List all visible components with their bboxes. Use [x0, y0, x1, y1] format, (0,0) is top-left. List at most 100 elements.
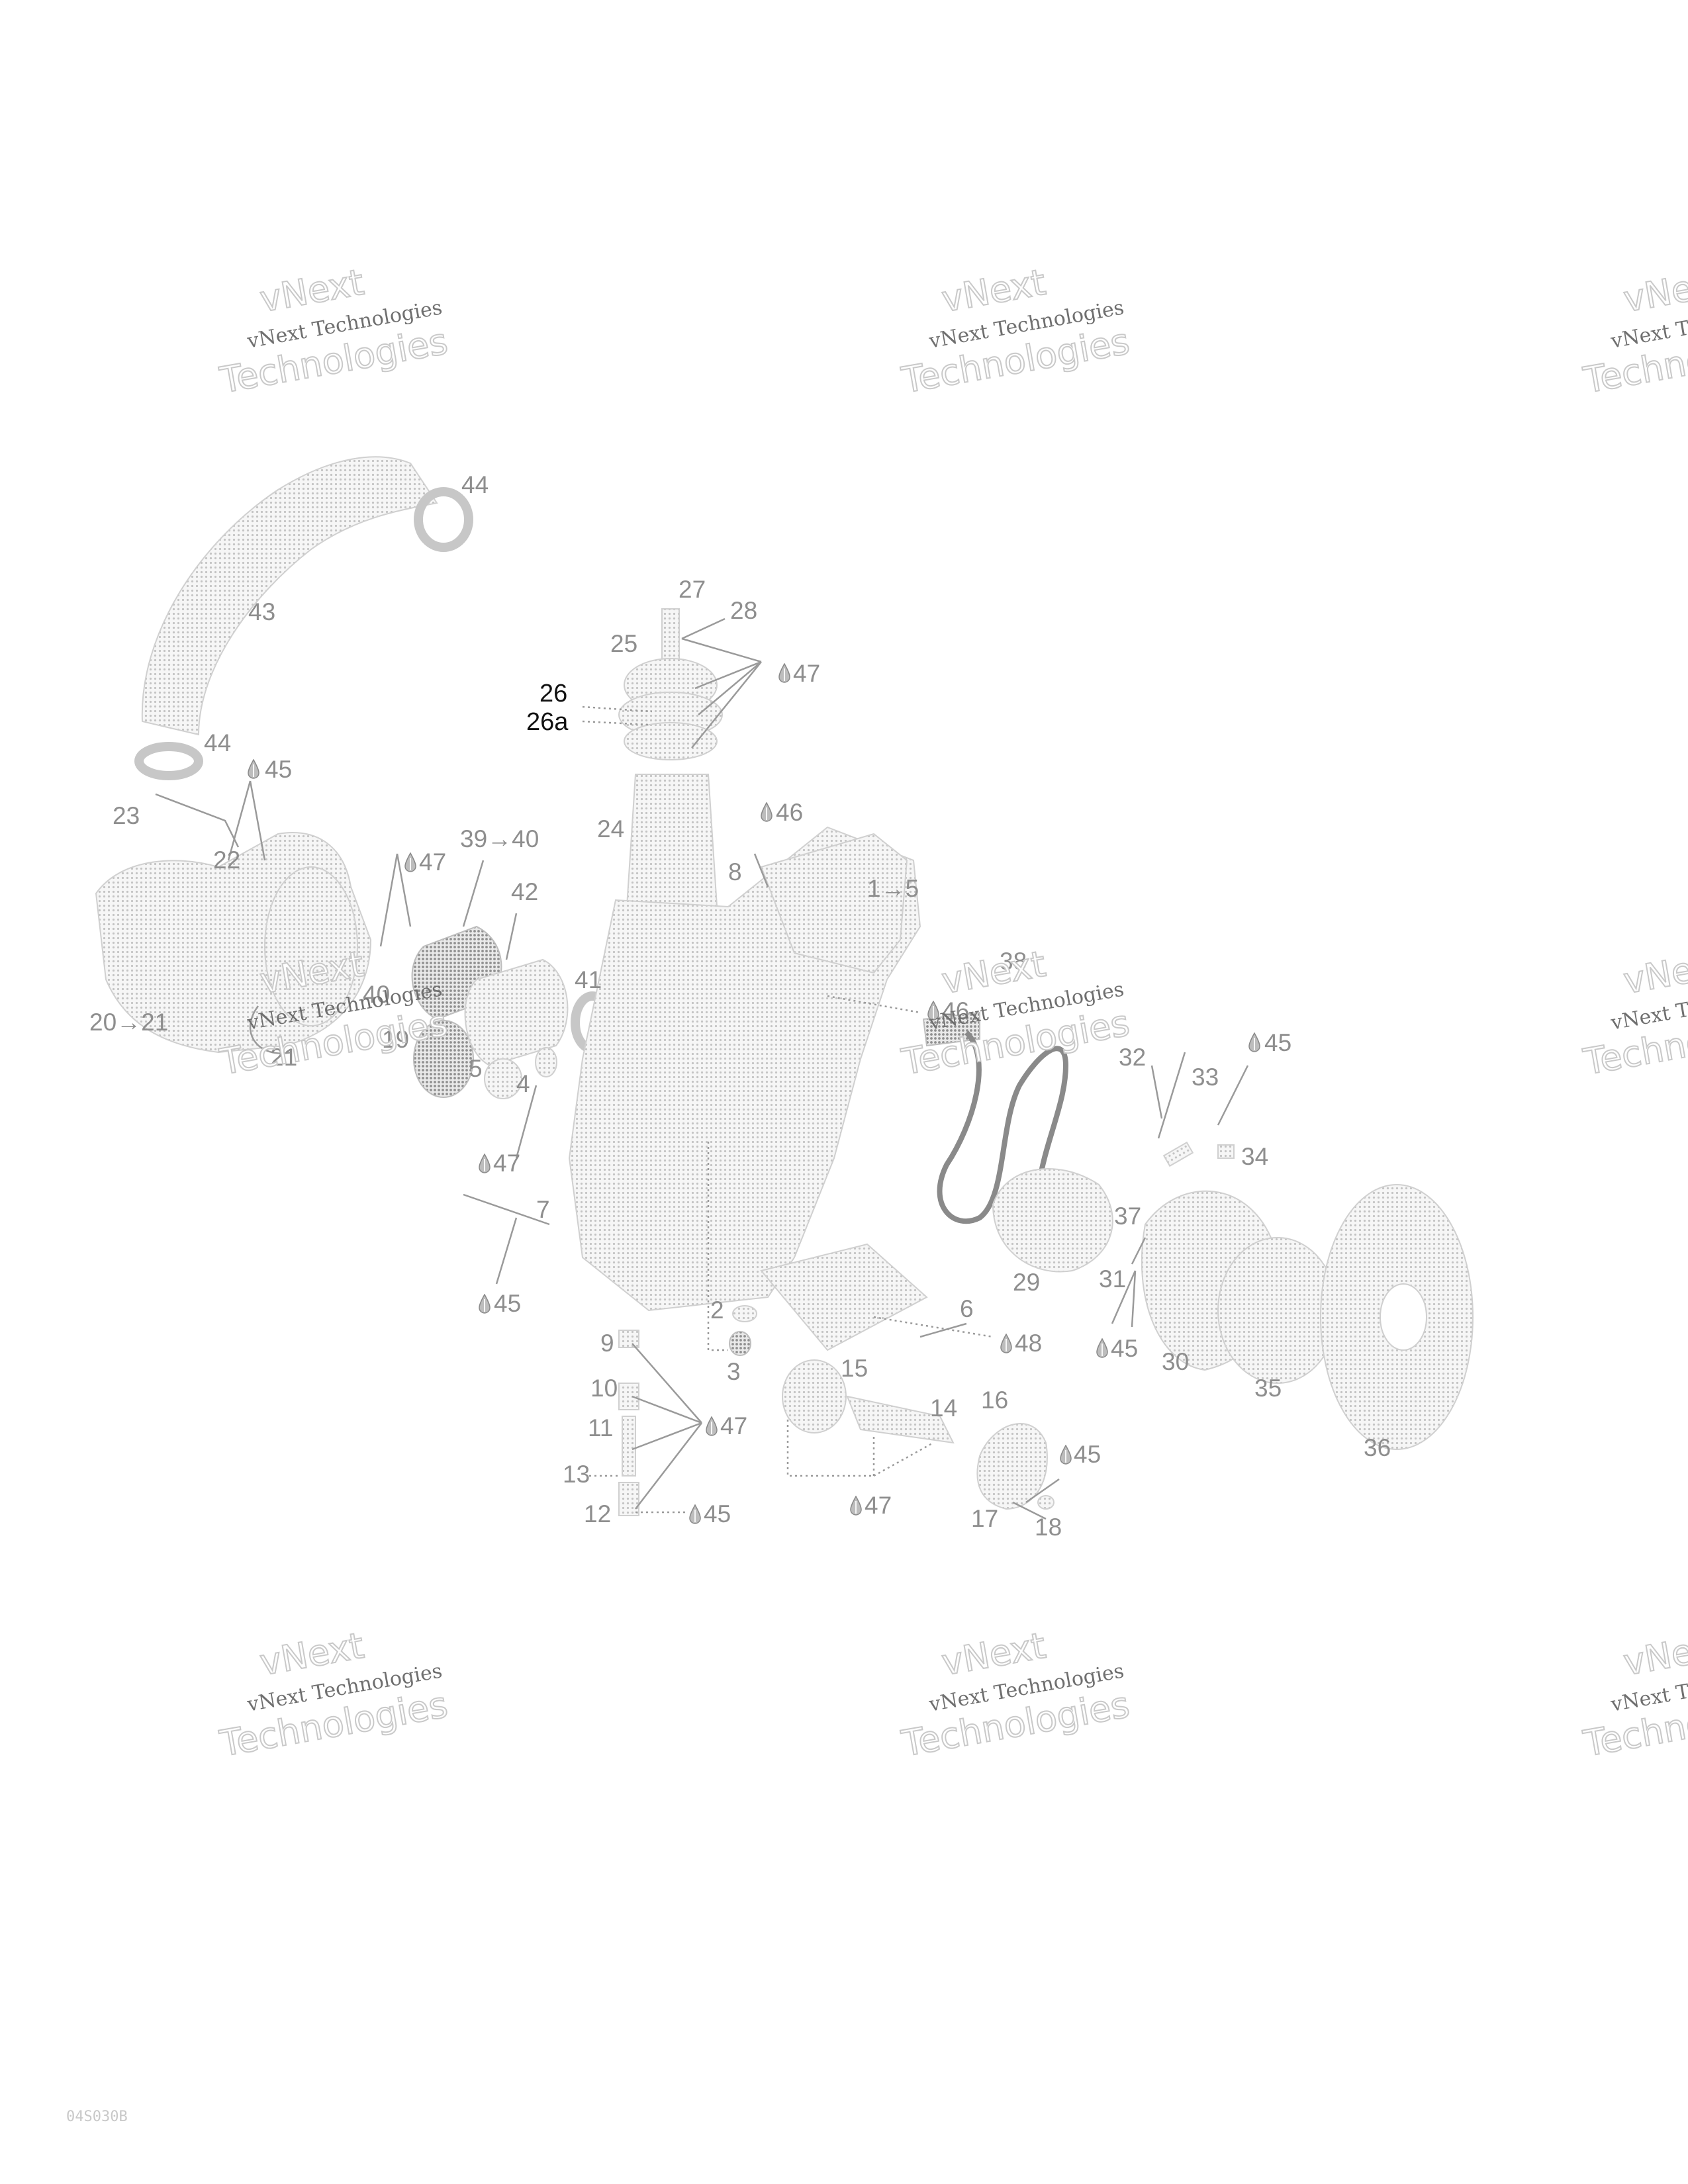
callout-11: 11: [588, 1414, 613, 1441]
callout-45c: 45: [494, 1290, 521, 1317]
stack-12-shape: [618, 1482, 639, 1516]
watermark-r1c1: vNext Technologies vNext Technologies: [216, 261, 451, 402]
flywheel-36-bore: [1380, 1283, 1427, 1351]
plug-4-shape: [535, 1047, 557, 1077]
watermark-r2c2: vNext Technologies vNext Technologies: [898, 942, 1133, 1084]
callout-47d: 47: [720, 1412, 747, 1439]
stack-11-shape: [622, 1416, 636, 1477]
callout-47c: 47: [493, 1150, 520, 1177]
figure-code: 04S030B: [66, 2109, 128, 2125]
callout-33: 33: [1192, 1064, 1219, 1091]
callout-35: 35: [1254, 1375, 1282, 1402]
callout-12: 12: [584, 1500, 611, 1527]
callout-48: 48: [1015, 1330, 1042, 1357]
connector-38-shape: [922, 1011, 980, 1047]
callout-47a: 47: [793, 660, 820, 687]
leader-lines: [227, 617, 1249, 1520]
callout-47e: 47: [865, 1492, 892, 1519]
watermark-r2c3: vNext Technologies vNext Technologies: [1579, 942, 1688, 1084]
callout-labels: 44 43 27 28 25 47 26 26a 44 45 23 46 22 …: [89, 471, 1391, 1541]
bolt-32-shape: [1157, 1052, 1186, 1139]
plug-18-shape: [1037, 1495, 1055, 1510]
callout-44a: 44: [461, 471, 489, 498]
callout-46b: 46: [942, 997, 969, 1024]
watermark-vnext: vNext: [1620, 1625, 1688, 1684]
watermark-r1c3: vNext Technologies vNext Technologies: [1579, 261, 1688, 402]
callout-44b: 44: [204, 729, 231, 756]
callout-26: 26: [539, 680, 567, 707]
callout-31: 31: [1099, 1265, 1126, 1293]
callout-45a: 45: [265, 756, 292, 783]
callout-37: 37: [1114, 1203, 1141, 1230]
clamp-44-top: [414, 487, 473, 552]
callout-3: 3: [727, 1358, 741, 1385]
callout-45b: 45: [1264, 1029, 1291, 1056]
watermark-vnext: vNext: [939, 261, 1049, 320]
watermark-r3c3: vNext Technologies vNext Technologies: [1579, 1624, 1688, 1766]
hose-43-shape: [141, 456, 438, 736]
callout-23: 23: [113, 802, 140, 829]
callout-13: 13: [563, 1461, 590, 1488]
callout-36: 36: [1364, 1434, 1391, 1461]
callout-17: 17: [971, 1505, 998, 1532]
stack-10-shape: [618, 1383, 639, 1410]
callout-42: 42: [511, 878, 538, 905]
callout-24: 24: [597, 815, 624, 842]
callout-4: 4: [516, 1070, 530, 1097]
bolt-7-shape: [463, 1193, 550, 1226]
stack-9-shape: [618, 1330, 639, 1348]
callout-45e: 45: [1074, 1441, 1101, 1468]
parts-drawing: [95, 456, 1474, 1516]
callout-45d: 45: [1111, 1335, 1138, 1362]
gasket-21-shape: [249, 1005, 292, 1054]
callout-45f: 45: [704, 1500, 731, 1527]
callout-40: 40: [363, 981, 390, 1008]
watermark-r3c1: vNext Technologies vNext Technologies: [216, 1624, 451, 1766]
bearing-15-shape: [782, 1359, 847, 1433]
callout-8: 8: [728, 858, 742, 886]
watermark-vnext: vNext: [1620, 261, 1688, 320]
watermark-vnext: vNext: [1620, 943, 1688, 1002]
callout-47b: 47: [419, 848, 446, 876]
bolt-33-shape: [1162, 1141, 1194, 1167]
callout-2: 2: [710, 1297, 724, 1324]
callout-19: 19: [382, 1026, 409, 1053]
filter-42-shape: [464, 958, 569, 1067]
plug-3-shape: [729, 1331, 751, 1356]
callout-29: 29: [1013, 1269, 1040, 1296]
seal-19-shape: [413, 1020, 474, 1098]
plug-2-shape: [732, 1305, 757, 1322]
stator-29-shape: [992, 1168, 1113, 1273]
callout-46a: 46: [776, 799, 803, 826]
callout-14: 14: [930, 1394, 957, 1422]
callout-28: 28: [730, 597, 757, 624]
callout-7: 7: [536, 1196, 550, 1223]
hub-35-shape: [1217, 1237, 1338, 1384]
callout-16: 16: [981, 1387, 1008, 1414]
nut-34-shape: [1217, 1144, 1235, 1159]
bracket-23-shape: [155, 793, 240, 848]
callout-6: 6: [960, 1295, 974, 1322]
callout-34: 34: [1241, 1143, 1268, 1170]
callout-15: 15: [841, 1355, 868, 1382]
callout-18: 18: [1035, 1514, 1062, 1541]
callout-39-40: 39→40: [460, 825, 539, 852]
shaft-14-shape: [846, 1395, 955, 1444]
watermark-r3c2: vNext Technologies vNext Technologies: [898, 1624, 1133, 1766]
callout-21: 21: [270, 1044, 297, 1071]
callout-27: 27: [679, 576, 706, 603]
watermark-r1c2: vNext Technologies vNext Technologies: [898, 261, 1133, 402]
callout-30: 30: [1162, 1348, 1189, 1375]
seal-5-shape: [484, 1058, 522, 1099]
callout-38: 38: [1000, 948, 1027, 975]
seal-26a-shape: [624, 722, 718, 760]
callout-10: 10: [590, 1375, 618, 1402]
callout-25: 25: [610, 630, 637, 657]
cover-8-shape: [760, 833, 908, 974]
callout-20-21: 20→21: [89, 1009, 168, 1036]
left-housing-flange: [264, 866, 358, 1026]
callout-41: 41: [575, 966, 602, 993]
callout-43: 43: [248, 598, 275, 625]
callout-26a: 26a: [526, 708, 569, 736]
